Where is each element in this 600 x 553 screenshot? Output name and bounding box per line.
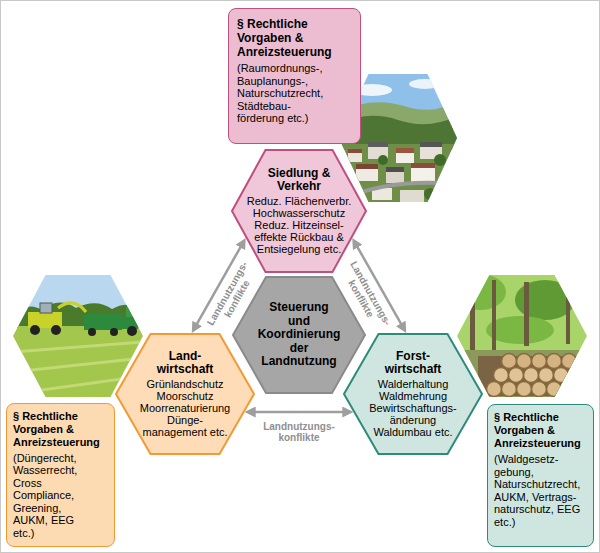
foliage xyxy=(457,275,587,397)
node-heading: Steuerung und Koordinierung der Landnutz… xyxy=(257,301,341,369)
house xyxy=(348,152,362,162)
log-end xyxy=(494,368,509,383)
foliage xyxy=(486,316,554,344)
tree xyxy=(378,155,388,165)
box-body: (Waldgesetz- gebung, Naturschutzrecht, A… xyxy=(494,453,584,528)
wheel xyxy=(110,328,118,336)
roof xyxy=(356,164,378,169)
log-end xyxy=(562,354,577,369)
node-heading: Land- wirtschaft xyxy=(154,350,216,376)
field-stripe xyxy=(13,358,143,372)
hexagon-shape xyxy=(232,150,366,272)
log-end xyxy=(502,382,517,397)
roof xyxy=(368,142,388,147)
hexagon-node: Steuerung und Koordinierung der Landnutz… xyxy=(232,276,366,394)
house xyxy=(411,167,435,182)
house xyxy=(386,171,404,183)
logs-photo xyxy=(454,274,592,397)
node-content: § Rechtliche Vorgaben & Anreizsteuerung(… xyxy=(237,17,352,135)
log-end xyxy=(569,368,584,383)
box-heading: § Rechtliche Vorgaben & Anreizsteuerung xyxy=(13,410,108,449)
wheel xyxy=(88,328,96,336)
field-stripe xyxy=(13,342,143,352)
tree-trunk xyxy=(492,280,496,350)
node-content: Land- wirtschaftGrünlandschutz Moorschut… xyxy=(115,333,255,455)
hexagon-node: Forst- wirtschaftWalderhaltung Waldmehru… xyxy=(343,333,483,455)
conflict-arrow xyxy=(253,411,344,414)
hexagon-shape xyxy=(344,334,482,454)
road xyxy=(343,183,457,199)
tractor-cab xyxy=(126,307,136,317)
legal-box: § Rechtliche Vorgaben & Anreizsteuerung(… xyxy=(228,8,361,144)
hexagon-shape xyxy=(233,277,365,393)
house xyxy=(400,190,424,202)
log-end xyxy=(577,354,592,369)
hexagon-shape xyxy=(116,334,254,454)
box-heading: § Rechtliche Vorgaben & Anreizsteuerung xyxy=(237,17,352,59)
farm-photo xyxy=(13,275,143,397)
harvester-cab xyxy=(40,303,52,313)
roof xyxy=(411,163,435,168)
edge-label: Landnutzungs- konflikte xyxy=(259,421,339,443)
hexagon-node: Siedlung & VerkehrReduz. Flächenverbr. H… xyxy=(231,149,367,273)
wheel xyxy=(51,325,61,335)
roof xyxy=(396,148,414,153)
box-body: (Düngerecht, Wasserrecht, Cross Complian… xyxy=(13,452,88,540)
log-end xyxy=(532,354,547,369)
log-end xyxy=(577,382,592,397)
tree-trunk xyxy=(470,285,475,355)
node-content: Steuerung und Koordinierung der Landnutz… xyxy=(232,276,366,394)
box-heading: § Rechtliche Vorgaben & Anreizsteuerung xyxy=(494,411,587,450)
house xyxy=(396,152,414,163)
node-content: § Rechtliche Vorgaben & Anreizsteuerung(… xyxy=(13,410,108,541)
node-content: § Rechtliche Vorgaben & Anreizsteuerung(… xyxy=(494,411,587,540)
legal-box: § Rechtliche Vorgaben & Anreizsteuerung(… xyxy=(487,404,594,547)
log-end xyxy=(517,354,532,369)
hexagon-node: Land- wirtschaftGrünlandschutz Moorschut… xyxy=(115,333,255,455)
log-end xyxy=(524,368,539,383)
tree-trunk xyxy=(566,280,570,344)
tree-trunk xyxy=(524,282,529,346)
conflict-arrow xyxy=(196,246,241,326)
node-heading: Forst- wirtschaft xyxy=(382,350,444,376)
trailer xyxy=(84,314,122,330)
box-body: (Raumordnungs-, Bauplanungs-, Naturschut… xyxy=(237,62,337,125)
wheel xyxy=(30,325,40,335)
wheel xyxy=(127,326,137,336)
log-end xyxy=(517,382,532,397)
conflict-arrow xyxy=(357,246,402,326)
node-content: Siedlung & VerkehrReduz. Flächenverbr. H… xyxy=(231,149,367,273)
edge-label-holder: Landnutzungs- konflikte xyxy=(259,421,339,443)
tree xyxy=(434,154,446,166)
house xyxy=(356,168,378,181)
log-end xyxy=(547,382,562,397)
roof xyxy=(386,167,404,172)
node-heading: Siedlung & Verkehr xyxy=(262,167,336,193)
tree xyxy=(424,188,436,200)
log-end xyxy=(554,368,569,383)
log-end xyxy=(487,382,502,397)
node-body: Grünlandschutz Moorschutz Moorrenaturier… xyxy=(135,378,235,438)
foliage xyxy=(454,274,506,310)
harvester-spout xyxy=(58,303,86,312)
log-end xyxy=(539,368,554,383)
node-body: Walderhaltung Waldmehrung Bewirtschaftun… xyxy=(363,378,463,438)
roof xyxy=(420,142,442,147)
legal-box: § Rechtliche Vorgaben & Anreizsteuerung(… xyxy=(6,403,115,548)
node-content: Forst- wirtschaftWalderhaltung Waldmehru… xyxy=(343,333,483,455)
log-end xyxy=(562,382,577,397)
log-end xyxy=(509,368,524,383)
tree-line xyxy=(13,302,143,328)
log-end xyxy=(532,382,547,397)
roof xyxy=(348,149,362,153)
log-end xyxy=(502,354,517,369)
cloud xyxy=(409,79,441,89)
house xyxy=(442,170,456,182)
log-end xyxy=(547,354,562,369)
node-body: Reduz. Flächenverbr. Hochwasserschutz Re… xyxy=(245,195,353,255)
